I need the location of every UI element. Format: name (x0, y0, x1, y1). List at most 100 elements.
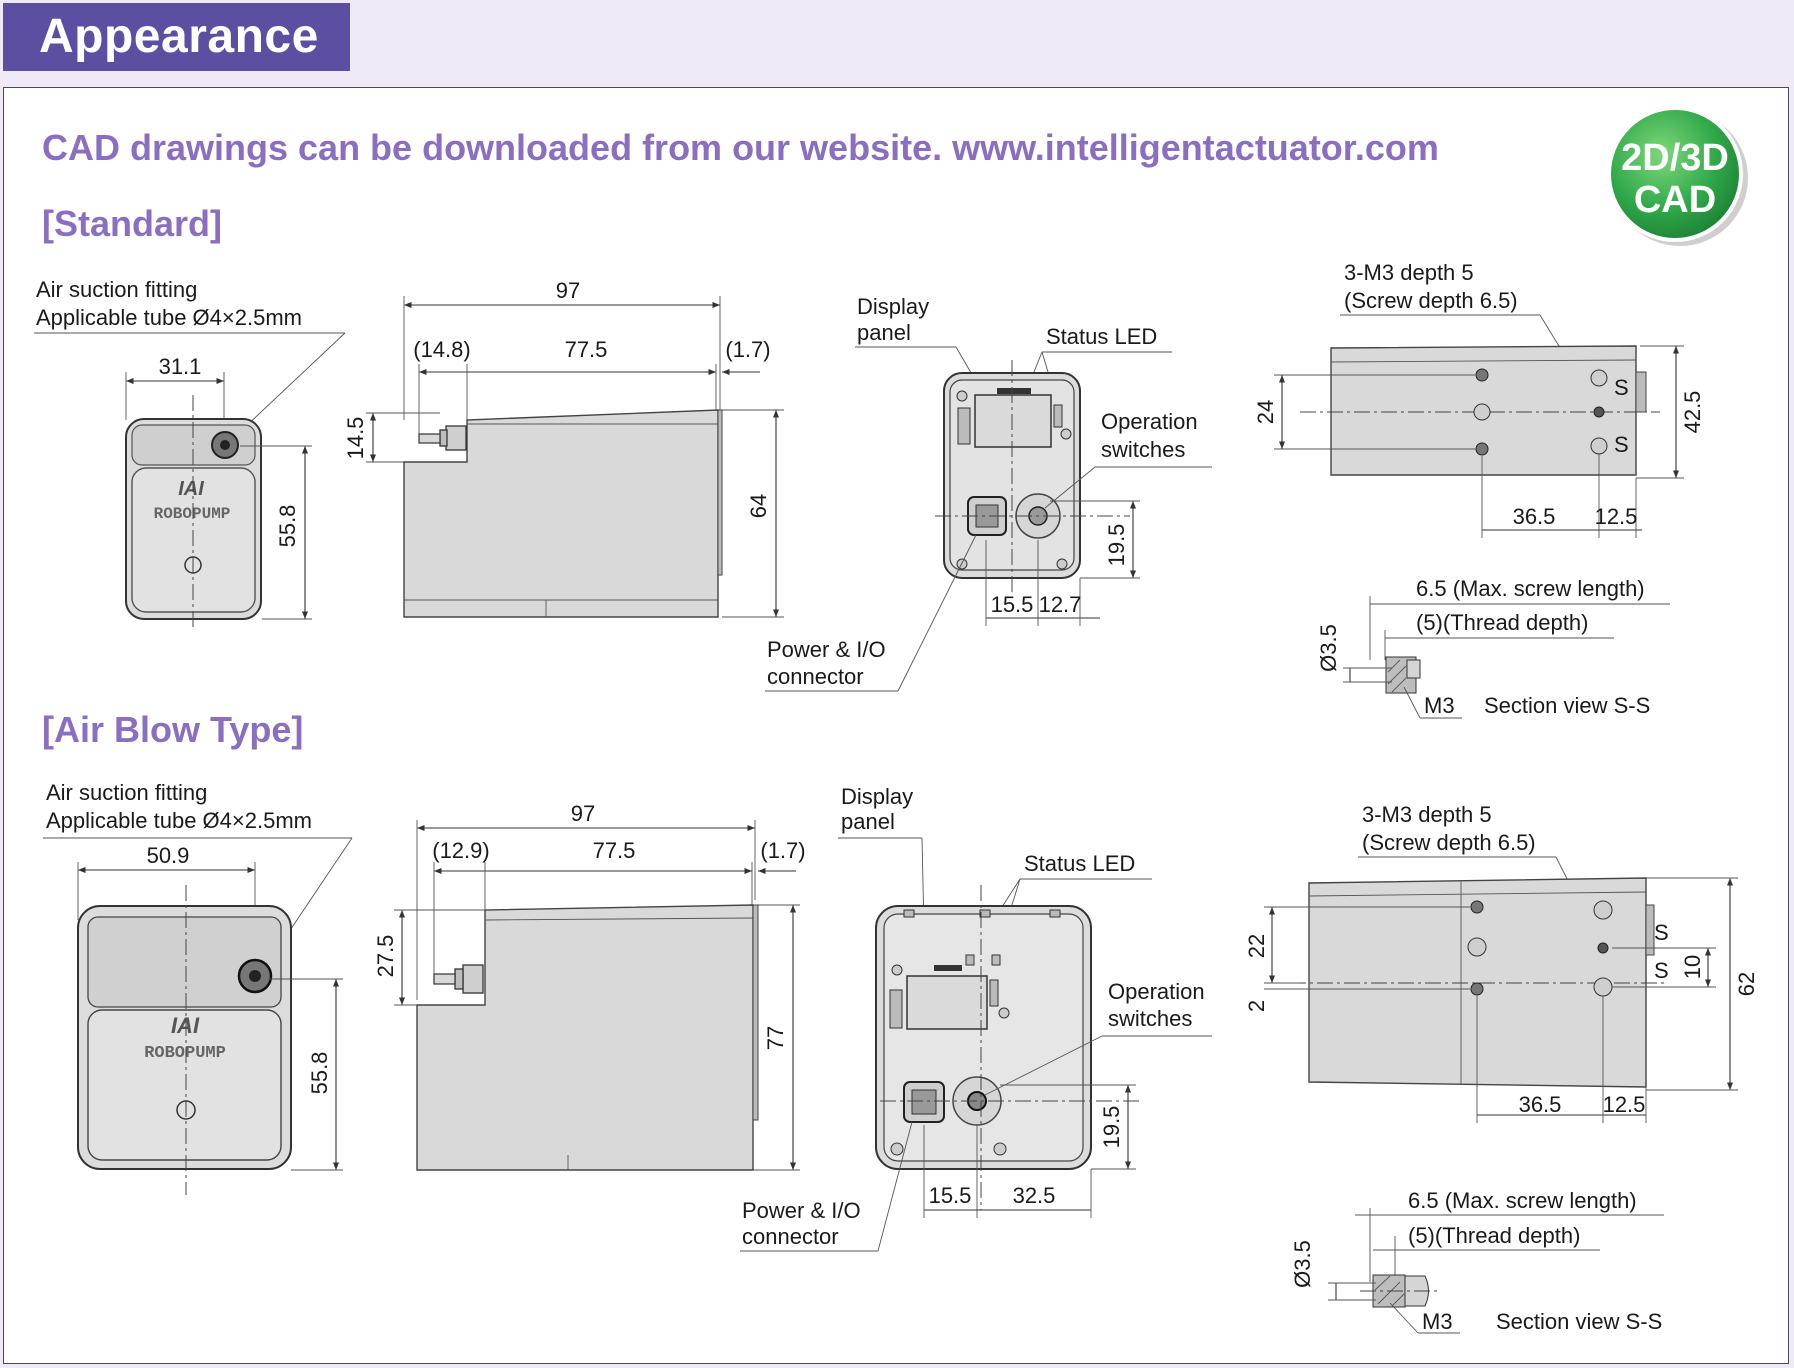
ab-sec-maxlen: 6.5 (Max. screw length) (1408, 1188, 1637, 1213)
std-back-h: 19.5 (1104, 524, 1129, 567)
std-led-leader-2 (1041, 351, 1049, 373)
ab-fitting-label-2: Applicable tube Ø4×2.5mm (46, 808, 312, 833)
std-sec-thread: (5)(Thread depth) (1416, 610, 1588, 635)
ab-sec-m3: M3 (1422, 1309, 1453, 1334)
ab-back-a: 15.5 (929, 1183, 972, 1208)
std-side-fitting-body (445, 425, 467, 451)
ab-bottom-x1: 36.5 (1519, 1092, 1562, 1117)
std-led-leader-1 (1033, 351, 1043, 373)
std-bottom-x1: 36.5 (1513, 504, 1556, 529)
std-display-label-2: panel (857, 320, 911, 345)
airblow-heading: [Air Blow Type] (42, 709, 303, 750)
airblow-back-view: Display panel Status LED (740, 784, 1212, 1252)
airblow-section-view: 6.5 (Max. screw length) (5)(Thread depth… (1290, 1188, 1664, 1334)
header-tab: Appearance (3, 3, 350, 71)
std-bottom-hole-1 (1475, 368, 1489, 382)
std-conn-leader (897, 534, 977, 692)
ab-led-1 (965, 954, 975, 966)
ab-side-fitting-barb (433, 973, 456, 985)
ab-back-b: 32.5 (1013, 1183, 1056, 1208)
std-sec-m3-leader (1403, 686, 1421, 719)
std-fitting-label-2: Applicable tube Ø4×2.5mm (36, 305, 302, 330)
std-sec-hatch-1 (1387, 659, 1401, 673)
std-side-length: 97 (556, 278, 580, 303)
std-status-led-bar (997, 388, 1031, 394)
std-sec-label: Section view S-S (1484, 693, 1650, 718)
ab-bottom-inner: 10 (1680, 955, 1705, 979)
ab-front-width: 50.9 (147, 843, 190, 868)
ab-side-step: 27.5 (373, 935, 398, 978)
ab-sec-hatch-3 (1391, 1293, 1405, 1307)
std-screw-label-2: (Screw depth 6.5) (1344, 288, 1518, 313)
ab-front-panel (87, 1009, 282, 1161)
std-side-body-len: 77.5 (565, 337, 608, 362)
ab-sec-hatch-1 (1374, 1275, 1391, 1291)
ab-top-tab-3 (1049, 909, 1061, 918)
cad-badge[interactable]: 2D/3D CAD (1607, 106, 1748, 246)
airblow-front-view: Air suction fitting Applicable tube Ø4×2… (43, 780, 353, 1195)
ab-switch-label-1: Operation (1108, 979, 1205, 1004)
standard-front-view: Air suction fitting Applicable tube Ø4×2… (34, 277, 346, 630)
ab-display-label-2: panel (841, 809, 895, 834)
std-screw-label-1: 3-M3 depth 5 (1344, 260, 1474, 285)
ab-side-body-len: 77.5 (593, 838, 636, 863)
ab-switch-label-2: switches (1108, 1006, 1192, 1031)
ab-back-h: 19.5 (1099, 1106, 1124, 1149)
std-side-fitting-len: (14.8) (413, 337, 470, 362)
ab-sec-m3-leader (1389, 1302, 1419, 1334)
ab-side-body (416, 904, 754, 1171)
std-display-label-1: Display (857, 294, 929, 319)
ab-bottom-offset: 2 (1244, 1000, 1269, 1012)
std-bottom-hole-6 (1590, 437, 1608, 455)
ab-front-top (87, 916, 282, 1008)
std-side-height: 64 (746, 494, 771, 518)
ab-side-fitting-body (462, 964, 484, 994)
ab-bottom-pitch: 22 (1244, 934, 1269, 958)
standard-back-view: Display panel Status LED Operation (765, 294, 1212, 692)
std-side-lamp-right (1053, 404, 1063, 428)
std-fitting-center (220, 440, 230, 450)
airblow-side-view: 97 (12.9) 77.5 (1.7) 27.5 (373, 801, 806, 1171)
ab-side-lamp-left (889, 989, 903, 1029)
std-bottom-hole-4 (1590, 369, 1608, 387)
ab-side-lamp-right (989, 979, 999, 1007)
ab-side-fitting-len: (12.9) (432, 838, 489, 863)
std-logo: IAI (178, 478, 204, 500)
ab-conn-label-1: Power & I/O (742, 1198, 861, 1223)
ab-side-seam-2 (484, 917, 754, 921)
ab-status-led-bar (934, 965, 962, 971)
standard-heading: [Standard] (42, 203, 222, 244)
ab-side-rear: (1.7) (760, 838, 805, 863)
std-display-window (974, 394, 1052, 448)
std-bottom-hole-3 (1475, 442, 1489, 456)
ab-bottom-hole-2 (1467, 937, 1487, 957)
standard-section-view: 6.5 (Max. screw length) (5)(Thread depth… (1316, 576, 1670, 719)
std-switch-label-1: Operation (1101, 409, 1198, 434)
std-bottom-pitch: 24 (1253, 400, 1278, 424)
std-fitting-label-1: Air suction fitting (36, 277, 197, 302)
badge-line1: 2D/3D (1621, 137, 1729, 179)
ab-side-height: 77 (763, 1026, 788, 1050)
std-side-fitting-barb (418, 433, 441, 444)
ab-bottom-x2: 12.5 (1603, 1092, 1646, 1117)
ab-led-2 (991, 954, 1001, 966)
ab-bottom-hole-6 (1593, 977, 1613, 997)
std-sec-maxlen: 6.5 (Max. screw length) (1416, 576, 1645, 601)
ab-sec-thread: (5)(Thread depth) (1408, 1223, 1580, 1248)
ab-top-tab-2 (979, 909, 991, 918)
ab-bottom-tab (1645, 904, 1655, 956)
ab-fitting-center (249, 970, 261, 982)
ab-bottom-height: 62 (1734, 972, 1759, 996)
std-side-lamp-left (957, 407, 971, 445)
badge-circle (1607, 106, 1743, 242)
std-conn-label-1: Power & I/O (767, 637, 886, 662)
ab-back-screw-3 (890, 1142, 904, 1156)
ab-top-tab-1 (903, 909, 915, 918)
std-conn-label-2: connector (767, 664, 864, 689)
std-sec-hatch-3 (1391, 677, 1407, 693)
std-side-fitting-nut (439, 429, 448, 447)
std-front-height: 55.8 (275, 505, 300, 548)
ab-product-name: ROBOPUMP (144, 1044, 226, 1063)
